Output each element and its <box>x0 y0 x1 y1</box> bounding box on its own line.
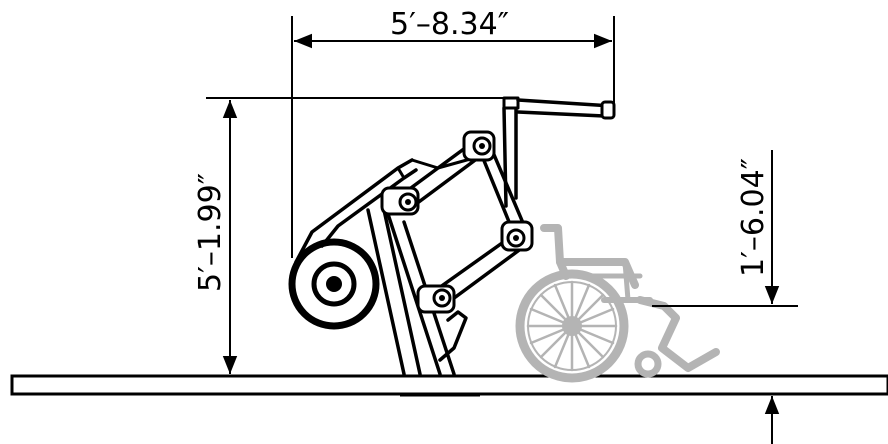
pivot-joints <box>380 130 534 314</box>
floor-slab <box>10 374 888 397</box>
platform-height-dimension: 1′–6.04″ <box>652 150 798 444</box>
height-dimension-label: 5′–1.99″ <box>193 173 228 292</box>
height-dimension: 5′–1.99″ <box>193 97 506 374</box>
lift-wheel <box>288 238 380 330</box>
platform-height-dimension-label: 1′–6.04″ <box>736 158 771 277</box>
lift-machine <box>288 96 616 376</box>
width-dimension: 5′–8.34″ <box>291 7 615 258</box>
width-dimension-label: 5′–8.34″ <box>390 7 509 42</box>
wheelchair-silhouette <box>515 224 720 383</box>
